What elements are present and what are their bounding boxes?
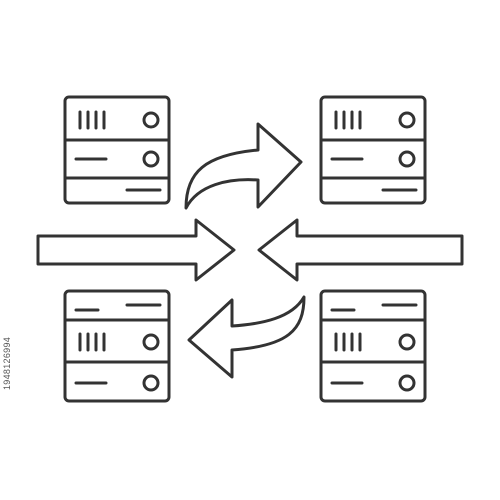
server-bottom-right-icon xyxy=(319,289,427,403)
center-right-pointing-arrow-icon xyxy=(36,218,236,282)
server-top-left-icon xyxy=(63,95,171,205)
server-top-right-icon xyxy=(319,95,427,205)
bottom-curved-arrow-icon xyxy=(187,295,306,379)
server-bottom-left-icon xyxy=(63,289,171,403)
watermark-id-text: 1948126994 xyxy=(2,336,12,390)
center-left-pointing-arrow-icon xyxy=(257,218,464,282)
top-curved-arrow-icon xyxy=(184,122,303,210)
